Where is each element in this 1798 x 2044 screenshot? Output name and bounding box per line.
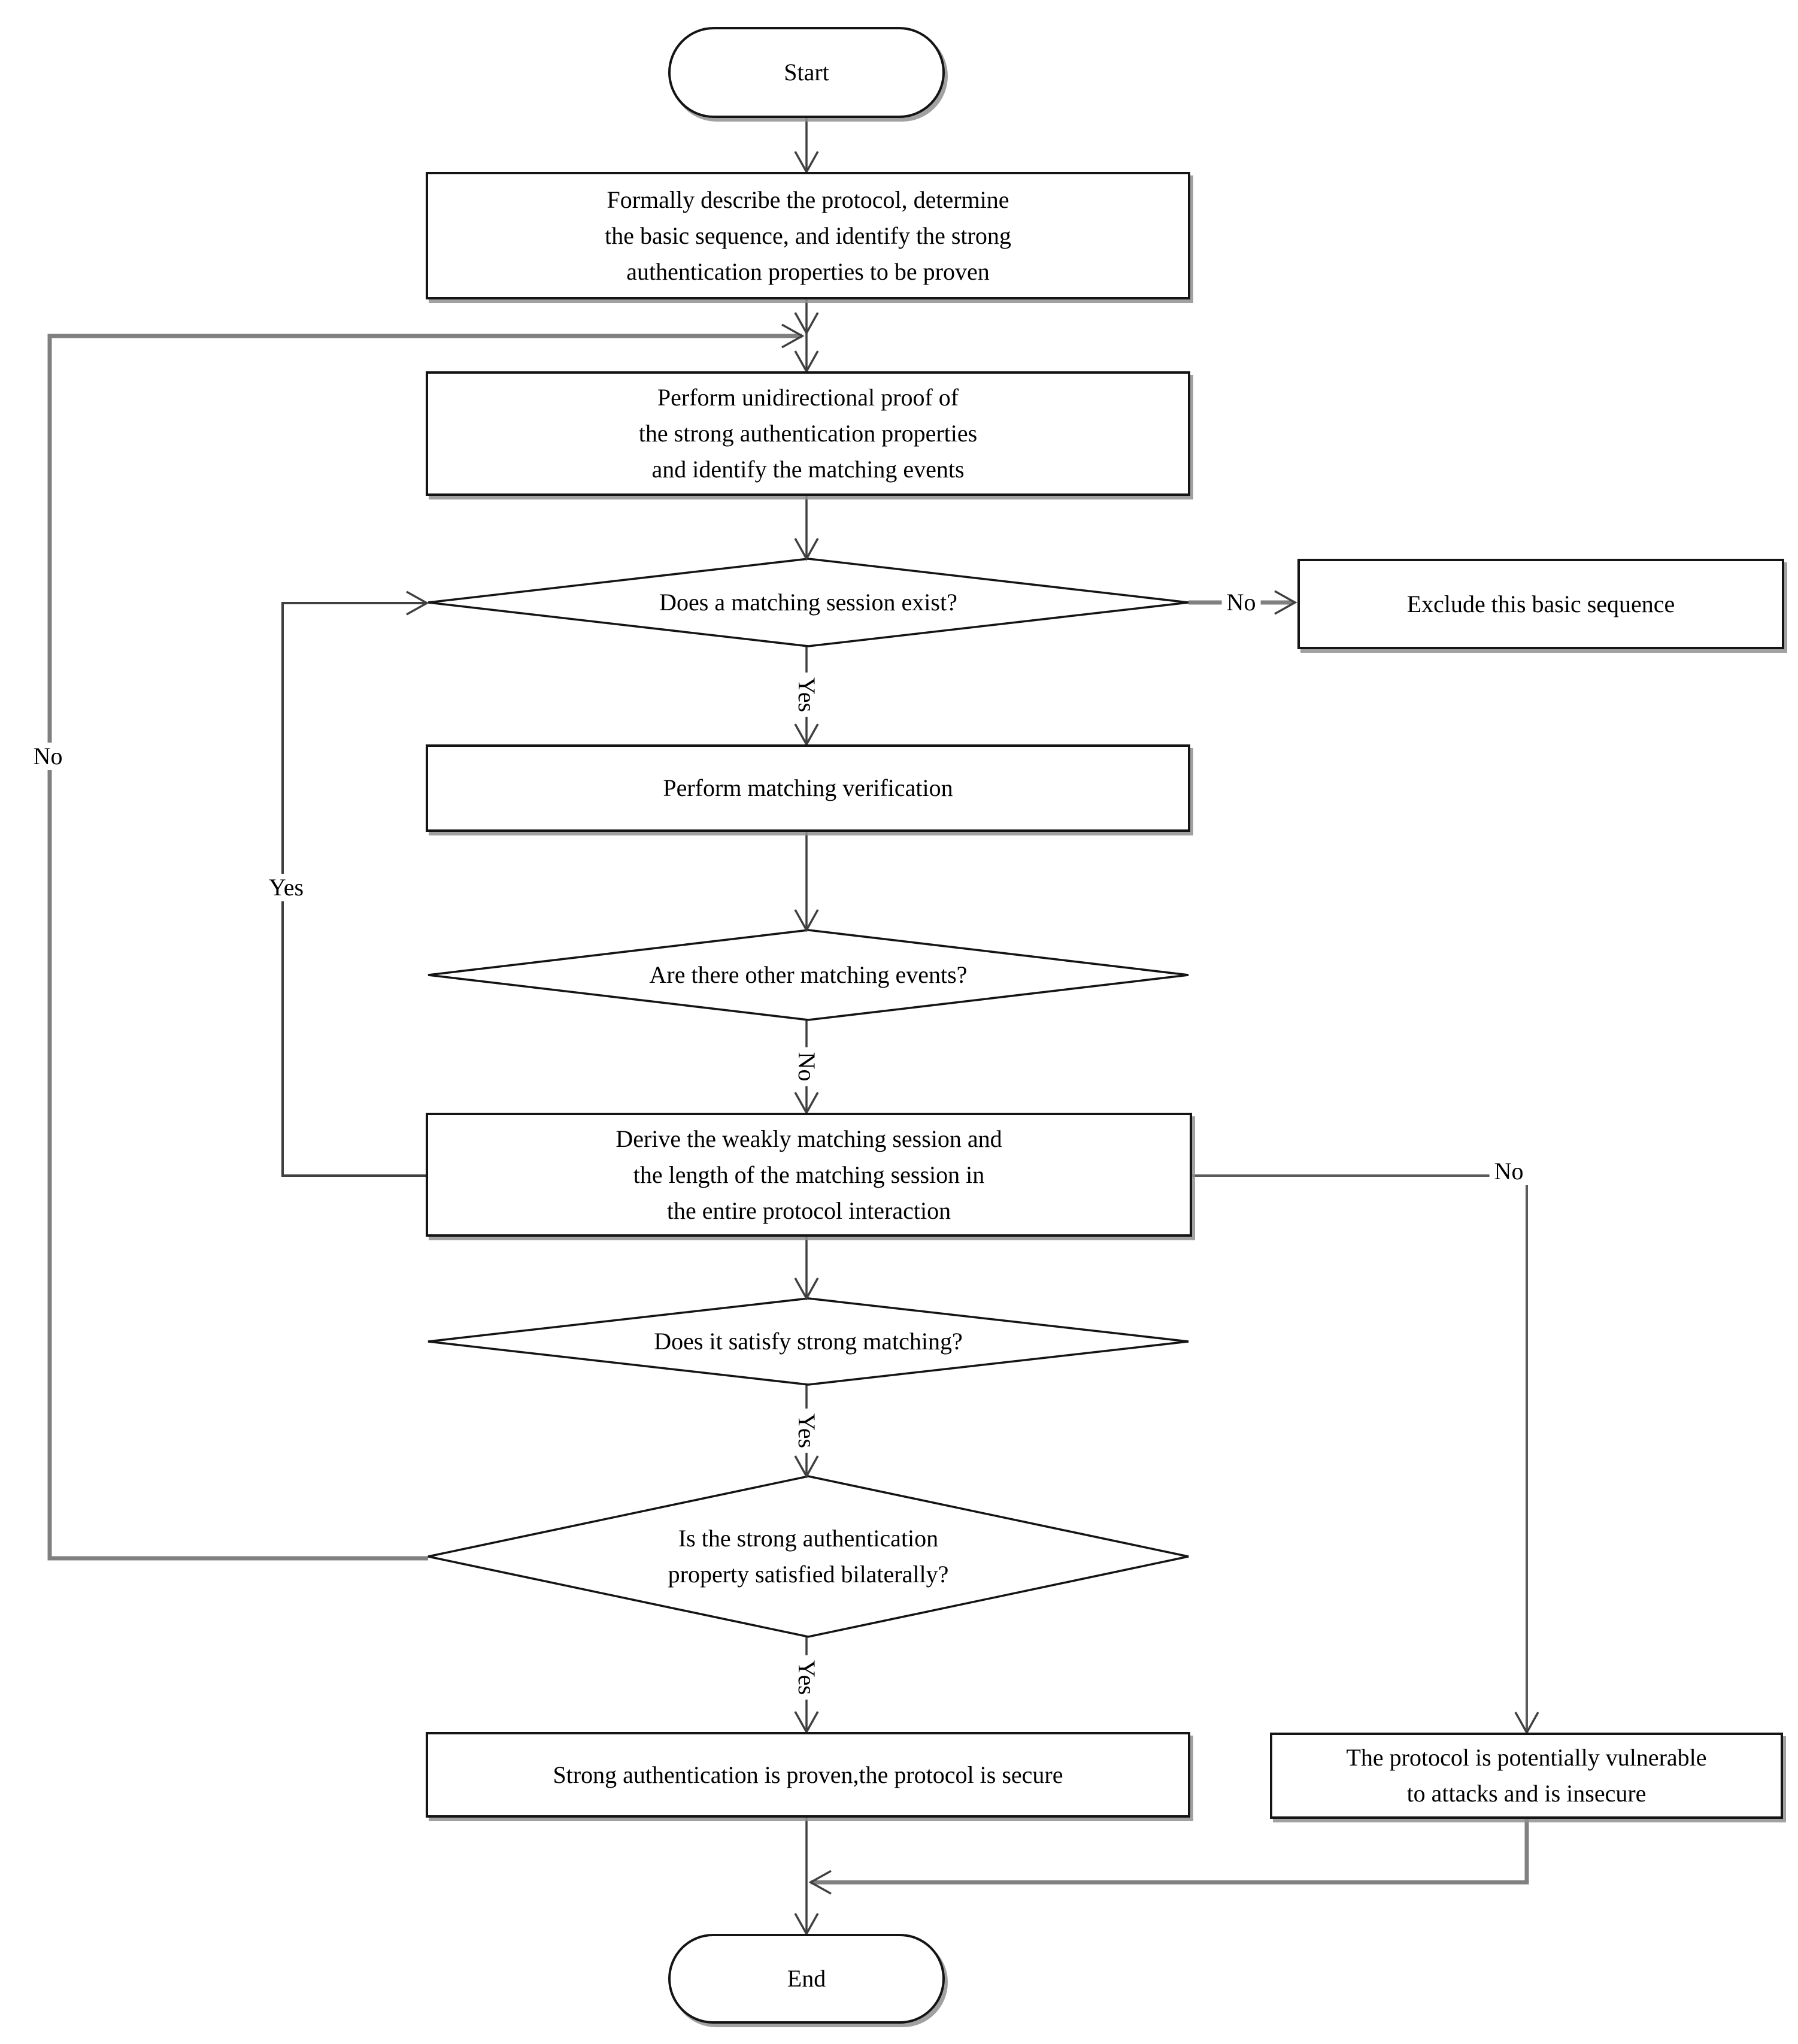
edge-label-no-insecure: No — [1489, 1158, 1529, 1185]
edge-label-yes-bilateral: Yes — [793, 1655, 820, 1700]
derive-session-line: Derive the weakly matching session and — [615, 1125, 1002, 1152]
edge-label-yes-loop: Yes — [263, 874, 309, 901]
exclude-sequence-label: Exclude this basic sequence — [1406, 590, 1675, 617]
end-node: End — [668, 1934, 945, 2024]
arrowhead — [794, 312, 819, 335]
edge-bilateral-no-return — [47, 334, 802, 1561]
other-events-question: Are there other matching events? — [649, 961, 968, 988]
edge-label-no-exclude: No — [1221, 589, 1261, 616]
bilateral-diamond — [427, 1475, 1189, 1638]
arrowhead — [406, 591, 429, 616]
exclude-sequence-box: Exclude this basic sequence — [1297, 559, 1784, 649]
edge-label-no-bilateral: No — [28, 743, 68, 770]
bilateral-question-line: Is the strong authentication — [678, 1525, 939, 1552]
edge-label-no-other-events: No — [793, 1047, 820, 1086]
unidirectional-proof-line: the strong authentication properties — [638, 420, 978, 447]
matching-session-diamond — [427, 558, 1189, 647]
arrowhead — [794, 909, 819, 932]
describe-line: the basic sequence, and identify the str… — [605, 222, 1011, 249]
start-label: Start — [784, 59, 829, 86]
strong-matching-question: Does it satisfy strong matching? — [654, 1328, 963, 1355]
insecure-outcome-line: The protocol is potentially vulnerable — [1346, 1744, 1707, 1771]
derive-session-line: the entire protocol interaction — [666, 1197, 951, 1224]
arrowhead — [808, 1870, 832, 1895]
arrowhead — [781, 323, 805, 349]
insecure-outcome-line: to attacks and is insecure — [1406, 1780, 1647, 1807]
matching-session-question: Does a matching session exist? — [659, 589, 957, 616]
strong-matching-decision: Does it satisfy strong matching? — [509, 1312, 1108, 1371]
edge-derive-no-insecure — [1192, 1174, 1528, 1735]
matching-session-decision: Does a matching session exist? — [509, 573, 1108, 632]
derive-session-line: the length of the matching session in — [633, 1161, 985, 1188]
matching-verification-label: Perform matching verification — [663, 774, 953, 801]
unidirectional-proof-box: Perform unidirectional proof of the stro… — [426, 371, 1190, 496]
matching-verification-box: Perform matching verification — [426, 744, 1190, 832]
arrowhead — [794, 1277, 819, 1301]
edge-label-yes-matching-session: Yes — [793, 672, 820, 717]
secure-outcome-box: Strong authentication is proven,the prot… — [426, 1732, 1190, 1818]
unidirectional-proof-line: Perform unidirectional proof of — [657, 384, 959, 411]
arrowhead — [1274, 590, 1297, 615]
secure-outcome-label: Strong authentication is proven,the prot… — [553, 1761, 1063, 1788]
strong-matching-diamond — [427, 1297, 1189, 1386]
unidirectional-proof-line: and identify the matching events — [651, 456, 965, 483]
edge-insecure-merge — [811, 1819, 1529, 1885]
describe-protocol-box: Formally describe the protocol, determin… — [426, 172, 1190, 299]
bilateral-decision: Is the strong authentication property sa… — [509, 1515, 1108, 1598]
describe-line: authentication properties to be proven — [626, 258, 990, 285]
arrowhead — [794, 1455, 819, 1479]
describe-line: Formally describe the protocol, determin… — [607, 186, 1009, 213]
other-events-decision: Are there other matching events? — [509, 945, 1108, 1005]
start-node: Start — [668, 27, 945, 118]
insecure-outcome-box: The protocol is potentially vulnerable t… — [1270, 1733, 1783, 1819]
derive-session-box: Derive the weakly matching session and t… — [426, 1113, 1192, 1237]
arrowhead — [794, 538, 819, 561]
other-events-diamond — [427, 929, 1189, 1021]
bilateral-question-line: property satisfied bilaterally? — [668, 1561, 949, 1588]
edge-label-yes-strong-matching: Yes — [793, 1408, 820, 1453]
end-label: End — [787, 1965, 826, 1992]
